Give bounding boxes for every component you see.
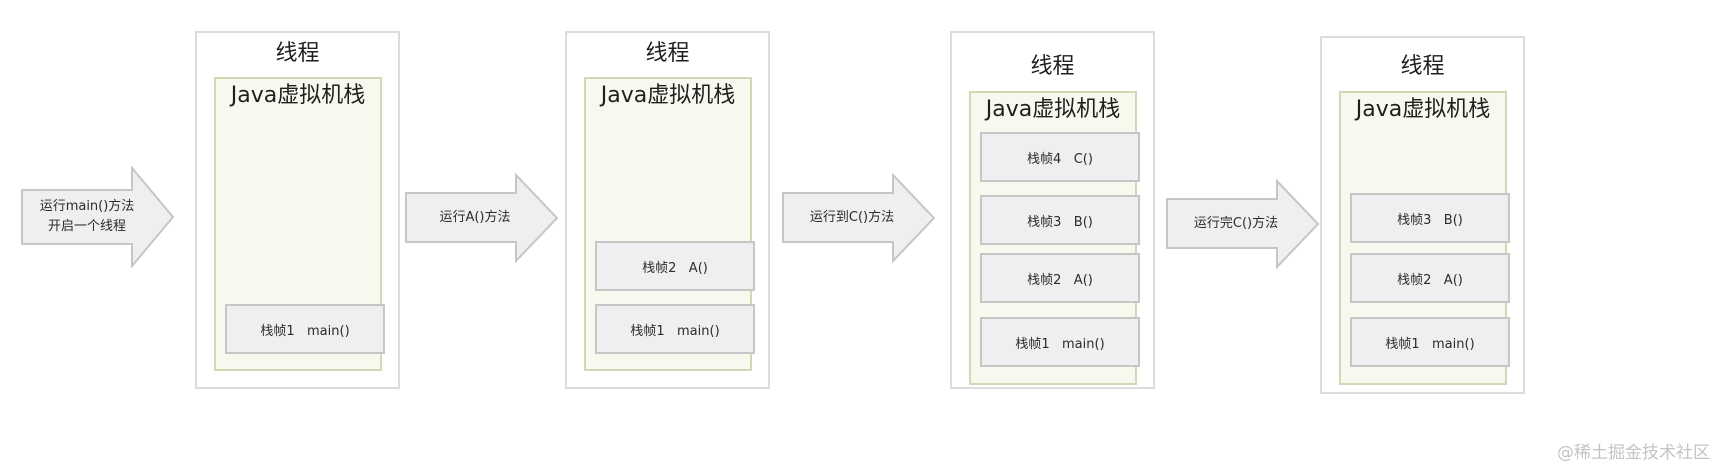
stack-frame: 栈帧3 B() <box>980 195 1140 245</box>
jvm-stack: Java虚拟机栈 栈帧1 main() <box>214 77 385 371</box>
stack-frame: 栈帧1 main() <box>595 304 755 354</box>
stack-frame: 栈帧1 main() <box>225 304 385 354</box>
arrow-run-to-c: 运行到C()方法 <box>782 172 936 264</box>
thread-title: 线程 <box>1400 54 1445 79</box>
stack-frame: 栈帧4 C() <box>980 132 1140 182</box>
arrow-run-a: 运行A()方法 <box>405 172 559 264</box>
thread-box: 线程 Java虚拟机栈 栈帧4 C() 栈帧3 B() 栈帧2 A() 栈帧1 … <box>950 31 1155 389</box>
thread-title: 线程 <box>1030 54 1075 79</box>
stack-frame: 栈帧1 main() <box>980 317 1140 367</box>
stack-frame: 栈帧2 A() <box>595 241 755 291</box>
thread-box: 线程 Java虚拟机栈 栈帧3 B() 栈帧2 A() 栈帧1 main() <box>1320 36 1525 394</box>
stack-frame: 栈帧2 A() <box>980 253 1140 303</box>
jvm-stack-title: Java虚拟机栈 <box>600 83 736 108</box>
jvm-stack: Java虚拟机栈 栈帧3 B() 栈帧2 A() 栈帧1 main() <box>1339 91 1510 385</box>
arrow-label-line: 运行完C()方法 <box>1193 215 1279 231</box>
arrow-label-line: 开启一个线程 <box>47 219 126 234</box>
arrow-label-line: 运行main()方法 <box>39 199 135 214</box>
jvm-stack: Java虚拟机栈 栈帧2 A() 栈帧1 main() <box>584 77 755 371</box>
arrow-shape <box>405 172 559 264</box>
arrow-label: 运行到C()方法 <box>787 193 917 242</box>
jvm-stack: Java虚拟机栈 栈帧4 C() 栈帧3 B() 栈帧2 A() 栈帧1 mai… <box>969 91 1140 385</box>
thread-title: 线程 <box>275 41 320 66</box>
stack-frame: 栈帧1 main() <box>1350 317 1510 367</box>
thread-box: 线程 Java虚拟机栈 栈帧1 main() <box>195 31 400 389</box>
arrow-label: 运行完C()方法 <box>1171 199 1301 248</box>
watermark: @稀土掘金技术社区 <box>1557 443 1710 463</box>
arrow-label-line: 运行A()方法 <box>439 209 511 225</box>
arrow-run-done-c: 运行完C()方法 <box>1166 178 1320 270</box>
thread-box: 线程 Java虚拟机栈 栈帧2 A() 栈帧1 main() <box>565 31 770 389</box>
arrow-run-main: 运行main()方法 开启一个线程 <box>21 165 175 269</box>
arrow-shape <box>1166 178 1320 270</box>
stack-frame: 栈帧2 A() <box>1350 253 1510 303</box>
jvm-stack-title: Java虚拟机栈 <box>230 83 366 108</box>
arrow-label: 运行A()方法 <box>410 193 540 242</box>
jvm-stack-title: Java虚拟机栈 <box>985 97 1121 122</box>
stack-frame: 栈帧3 B() <box>1350 193 1510 243</box>
arrow-label: 运行main()方法 开启一个线程 <box>12 190 162 244</box>
arrow-shape <box>21 165 175 269</box>
arrow-label-line: 运行到C()方法 <box>809 209 895 225</box>
jvm-stack-title: Java虚拟机栈 <box>1355 97 1491 122</box>
arrow-shape <box>782 172 936 264</box>
thread-title: 线程 <box>645 41 690 66</box>
